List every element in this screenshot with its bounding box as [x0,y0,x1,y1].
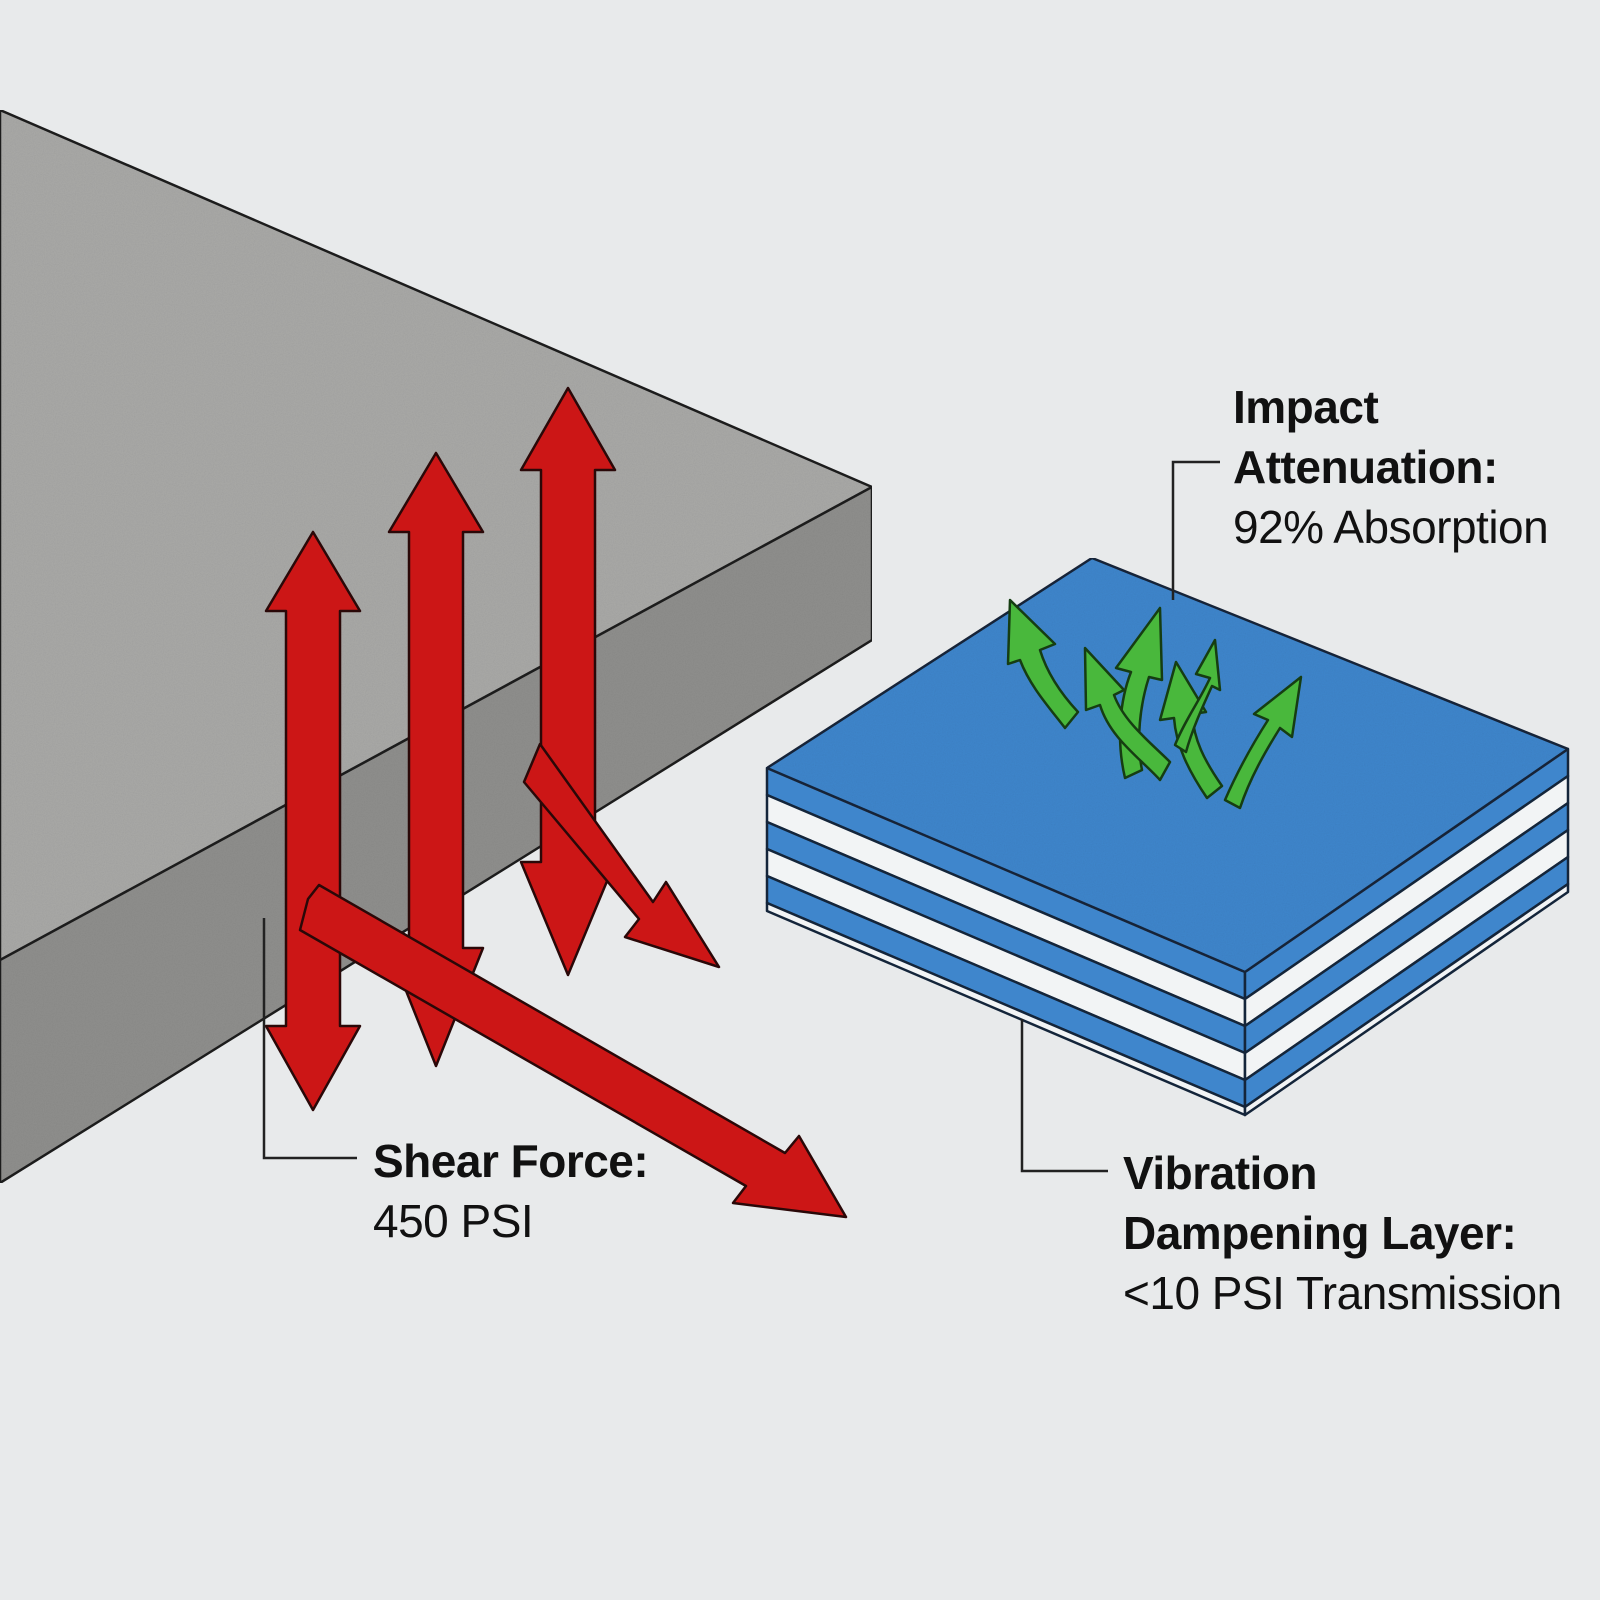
shear-force-callout: Shear Force: 450 PSI [373,1132,649,1252]
vibration-title-line1: Vibration [1123,1147,1318,1199]
absorption-arrow-5 [1173,638,1222,754]
impact-title-line2: Attenuation: [1233,440,1498,493]
vibration-leader-line [1020,1019,1108,1173]
shear-arrow-diagonal-1 [522,742,721,969]
absorption-arrows [1006,598,1303,810]
shear-arrow-vertical-1 [264,530,362,1112]
shear-arrow-vertical-2 [387,451,485,1068]
impact-value: 92% Absorption [1233,500,1549,553]
vibration-title-line2: Dampening Layer: [1123,1206,1517,1259]
absorption-arrow-6 [1223,675,1303,810]
absorption-arrow-1 [1006,598,1080,730]
shear-arrow-diagonal-2 [298,883,848,1219]
shear-title: Shear Force: [373,1135,649,1187]
shear-force-arrows [264,386,848,1219]
impact-title-line1: Impact [1233,381,1379,433]
vibration-dampening-callout: Vibration Dampening Layer: <10 PSI Trans… [1123,1144,1562,1323]
pad-right-layer-6 [1243,882,1570,1117]
shear-value: 450 PSI [373,1194,534,1247]
layered-pad-icon [765,556,1570,1117]
impact-attenuation-callout: Impact Attenuation: 92% Absorption [1233,378,1549,557]
vibration-value: <10 PSI Transmission [1123,1266,1562,1319]
absorption-arrow-3 [1083,646,1172,782]
impact-leader-line [1171,460,1220,600]
shear-leader-line [262,918,357,1160]
leader-lines [262,460,1220,1173]
